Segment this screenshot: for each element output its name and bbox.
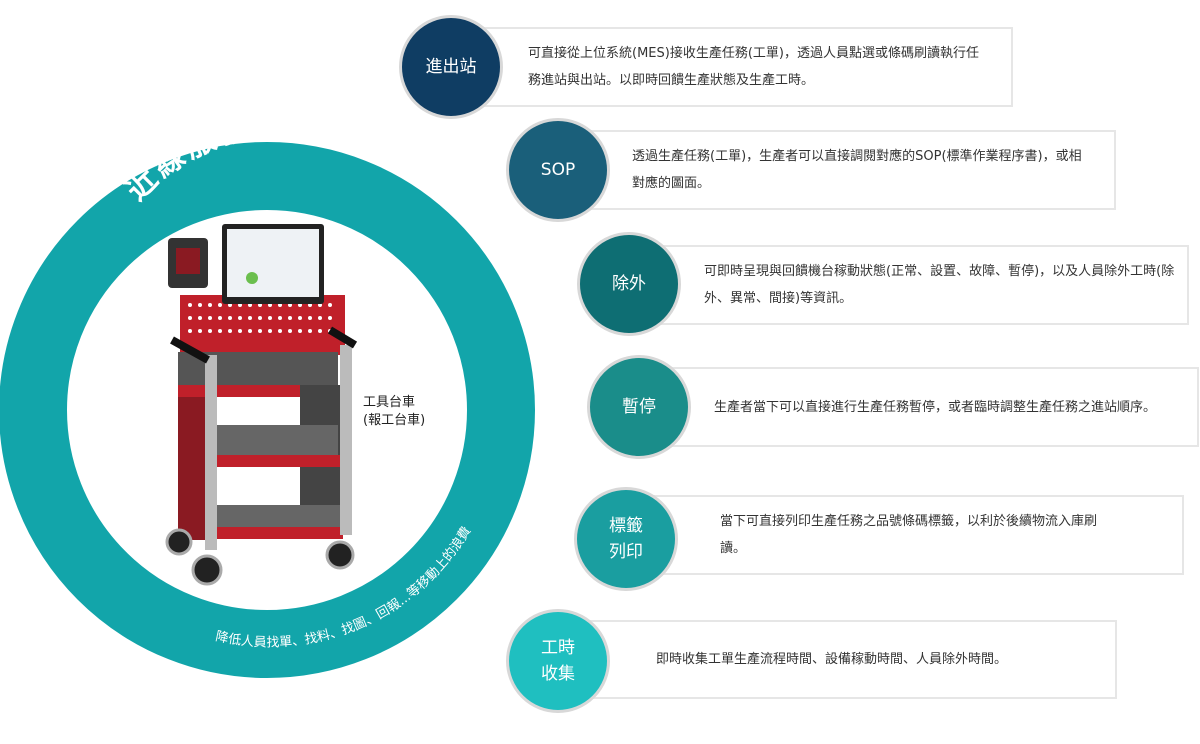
feature-description: 透過生產任務(工單)，生產者可以直接調閱對應的SOP(標準作業程序書)，或相對應…: [632, 149, 1082, 191]
feature-desc-box: 可即時呈現與回饋機台稼動狀態(正常、設置、故障、暫停)，以及人員除外工時(除外、…: [650, 245, 1189, 325]
feature-badge-pause: 暫停: [587, 355, 691, 459]
feature-badge-exclusion: 除外: [577, 232, 681, 336]
feature-desc-box: 生產者當下可以直接進行生產任務暫停，或者臨時調整生產任務之進站順序。: [660, 367, 1199, 447]
feature-desc-box: 可直接從上位系統(MES)接收生產任務(工單)，透過人員點選或條碼刷讀執行任務進…: [470, 27, 1013, 107]
cart-label-line1: 工具台車: [363, 395, 416, 410]
feature-description: 生產者當下可以直接進行生產任務暫停，或者臨時調整生產任務之進站順序。: [714, 399, 1157, 415]
feature-badge-label-print: 標籤 列印: [574, 487, 678, 591]
feature-badge-checkin-checkout: 進出站: [399, 15, 503, 119]
cart-label: 工具台車 (報工台車): [363, 394, 425, 430]
cart-label-line2: (報工台車): [363, 413, 426, 428]
tool-cart-illustration: [165, 224, 358, 586]
feature-description: 可即時呈現與回饋機台稼動狀態(正常、設置、故障、暫停)，以及人員除外工時(除外、…: [704, 264, 1175, 306]
feature-desc-box: 當下可直接列印生產任務之品號條碼標籤，以利於後續物流入庫刷讀。: [650, 495, 1184, 575]
feature-desc-box: 即時收集工單生產流程時間、設備稼動時間、人員除外時間。: [580, 620, 1117, 699]
feature-description: 可直接從上位系統(MES)接收生產任務(工單)，透過人員點選或條碼刷讀執行任務進…: [528, 46, 979, 88]
feature-desc-box: 透過生產任務(工單)，生產者可以直接調閱對應的SOP(標準作業程序書)，或相對應…: [580, 130, 1116, 210]
feature-description: 即時收集工單生產流程時間、設備稼動時間、人員除外時間。: [656, 652, 1008, 667]
feature-description: 當下可直接列印生產任務之品號條碼標籤，以利於後續物流入庫刷讀。: [720, 514, 1098, 556]
feature-badge-sop: SOP: [506, 118, 610, 222]
feature-badge-time-collection: 工時 收集: [506, 609, 610, 713]
service-ring: [0, 142, 535, 678]
